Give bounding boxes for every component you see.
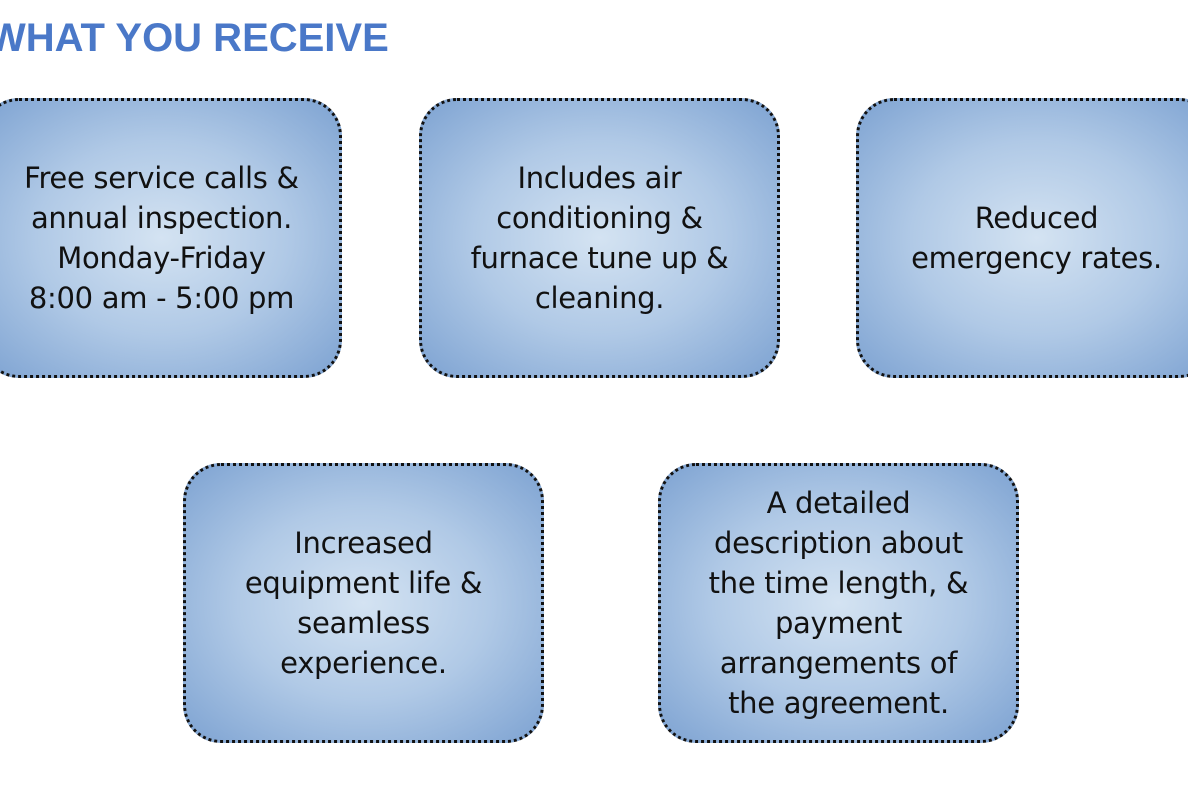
card-text: A detailed description about the time le… [708, 486, 969, 720]
card-text: Reduced emergency rates. [911, 201, 1162, 275]
benefit-card-service-calls: Free service calls & annual inspection. … [0, 98, 342, 378]
benefit-card-agreement-details: A detailed description about the time le… [658, 463, 1019, 743]
card-text: Free service calls & annual inspection. … [24, 161, 299, 315]
page-title: WHAT YOU RECEIVE [0, 16, 389, 60]
card-text: Increased equipment life & seamless expe… [244, 526, 483, 680]
benefit-card-tune-up: Includes air conditioning & furnace tune… [419, 98, 780, 378]
card-text: Includes air conditioning & furnace tune… [470, 161, 729, 315]
benefit-card-emergency-rates: Reduced emergency rates. [856, 98, 1188, 378]
benefit-card-equipment-life: Increased equipment life & seamless expe… [183, 463, 544, 743]
